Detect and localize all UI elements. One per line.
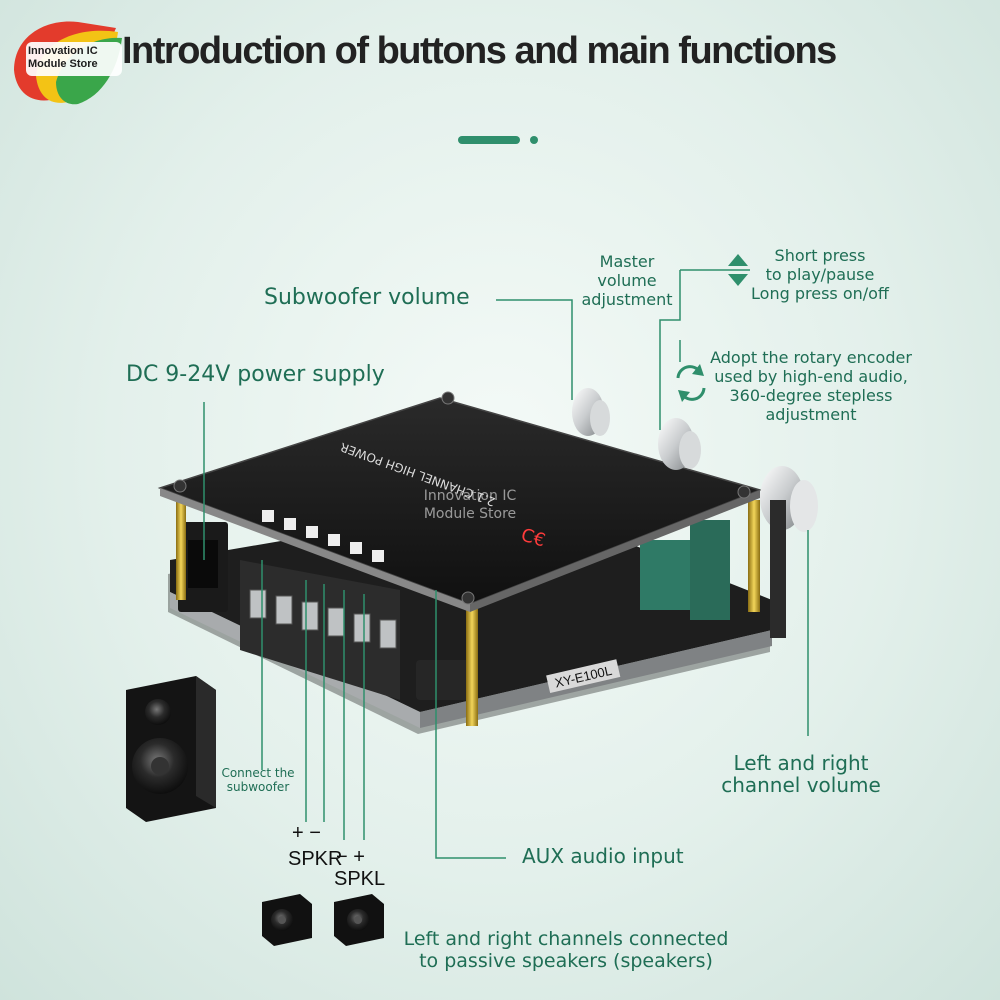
subwoofer-volume-label: Subwoofer volume [264, 285, 470, 310]
spkr-label: SPKR [288, 848, 343, 870]
master-volume-knob[interactable] [658, 418, 701, 470]
dc-jack [178, 522, 228, 612]
top-panel: C€ 2.1 CHANNEL HIGH POWER [157, 391, 763, 612]
watermark-line-2: Module Store [424, 506, 516, 522]
master-volume-line-3: adjustment [581, 290, 673, 309]
store-logo [14, 21, 122, 105]
connect-subwoofer-label: Connect the subwoofer [220, 766, 296, 794]
decorative-dot [530, 136, 538, 144]
connect-subwoofer-line-1: Connect the [221, 766, 295, 780]
master-volume-line-2: volume [597, 271, 657, 290]
right-passive-speaker-icon [334, 894, 384, 946]
spkr-polarity: + − [292, 822, 321, 844]
lr-channel-volume-line-2: channel volume [721, 773, 881, 797]
decorative-bar [458, 136, 520, 144]
aux-jack [416, 660, 476, 700]
side-panel [770, 500, 786, 638]
subwoofer-speaker-icon [126, 676, 216, 822]
lr-channel-volume-label: Left and right channel volume [716, 752, 886, 796]
rotary-encoder-line-1: Adopt the rotary encoder [710, 348, 912, 367]
connect-subwoofer-line-2: subwoofer [226, 780, 290, 794]
rotary-encoder-label: Adopt the rotary encoder used by high-en… [704, 348, 918, 424]
watermark-line-1: Innovation IC [424, 488, 517, 504]
lr-channel-volume-knob[interactable] [760, 466, 818, 532]
short-press-label: Short press to play/pause Long press on/… [746, 246, 894, 303]
spkl-label: SPKL [334, 868, 386, 890]
passive-speakers-line-1: Left and right channels connected [403, 928, 729, 950]
rotary-encoder-line-3: 360-degree stepless [729, 386, 893, 405]
short-press-line-2: to play/pause [765, 265, 875, 284]
lr-channel-volume-line-1: Left and right [733, 751, 869, 775]
passive-speakers-line-2: to passive speakers (speakers) [419, 950, 713, 972]
master-volume-line-1: Master [599, 252, 655, 271]
spkl-polarity: − + [336, 846, 365, 868]
dc-power-label: DC 9-24V power supply [126, 362, 385, 387]
short-press-line-3: Long press on/off [751, 284, 889, 303]
rotate-icon [676, 364, 706, 402]
pot-block-side [690, 520, 730, 620]
logo-line-1: Innovation IC [28, 45, 98, 57]
left-passive-speaker-icon [262, 894, 312, 946]
passive-speakers-label: Left and right channels connected to pas… [400, 928, 732, 972]
logo-line-2: Module Store [28, 58, 98, 70]
aux-input-label: AUX audio input [522, 844, 684, 868]
page-title: Introduction of buttons and main functio… [122, 30, 837, 72]
rotary-encoder-line-4: adjustment [765, 405, 857, 424]
logo-text: Innovation IC Module Store [28, 45, 128, 71]
rotary-encoder-line-2: used by high-end audio, [714, 367, 908, 386]
subwoofer-volume-knob[interactable] [572, 388, 610, 436]
play-pause-arrows-icon [726, 254, 750, 286]
master-volume-label: Master volume adjustment [574, 252, 680, 309]
short-press-line-1: Short press [774, 246, 866, 265]
leader-lines [203, 269, 809, 859]
brass-standoffs [176, 490, 760, 726]
